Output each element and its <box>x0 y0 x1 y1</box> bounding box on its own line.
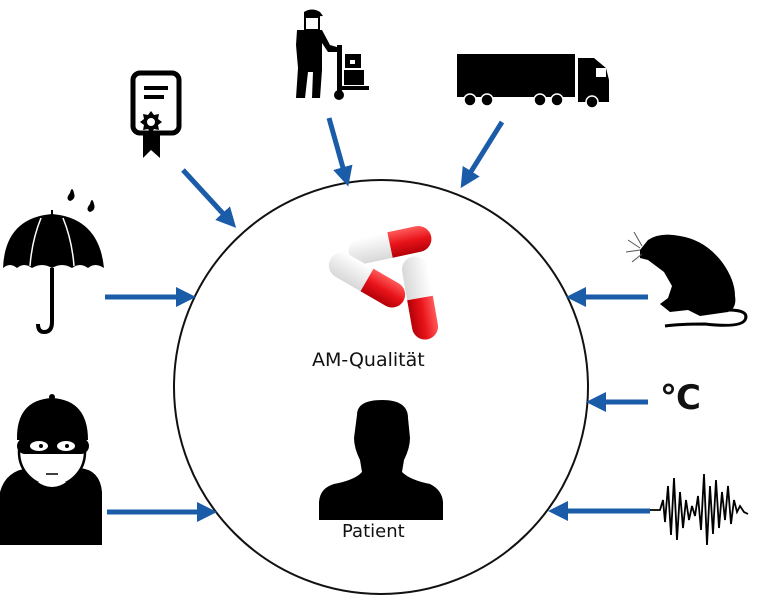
burglar-icon <box>0 394 102 545</box>
umbrella-rain-icon <box>3 189 104 335</box>
certificate-icon <box>130 70 182 158</box>
arrows <box>105 117 650 522</box>
hand-truck-worker-icon <box>296 9 369 100</box>
person-silhouette-icon <box>319 400 443 520</box>
rat-icon <box>625 231 748 328</box>
am-quality-label: AM-Qualität <box>312 349 425 371</box>
patient-label: Patient <box>342 521 405 542</box>
arrow-certificate <box>181 168 237 228</box>
arrow-truck <box>460 120 505 189</box>
capsules-icon <box>328 225 439 340</box>
vibration-waveform-icon <box>650 473 749 546</box>
truck-icon <box>457 54 609 109</box>
celsius-icon: °C <box>660 378 701 418</box>
arrow-delivery-worker <box>326 117 353 187</box>
central-circle <box>173 179 589 595</box>
